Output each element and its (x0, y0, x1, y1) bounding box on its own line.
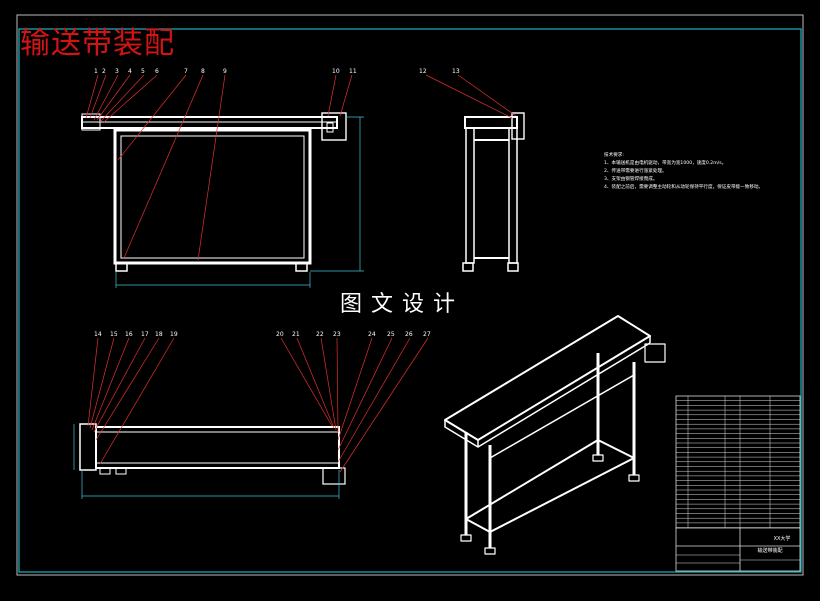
top-dimensions (73, 424, 340, 499)
callout-27: 27 (423, 331, 431, 338)
callout-22: 22 (316, 331, 324, 338)
callout-19: 19 (170, 331, 178, 338)
watermark: 图文设计 (340, 292, 465, 317)
outer-border (16, 14, 804, 576)
callout-1: 1 (94, 68, 98, 75)
callout-8: 8 (201, 68, 205, 75)
notes-line: 1、本输送机是由电机驱动，带宽为宽1000，速度0.2m/s。 (604, 161, 727, 166)
callout-6: 6 (155, 68, 159, 75)
callout-25: 25 (387, 331, 395, 338)
callout-12: 12 (419, 68, 427, 75)
side-view (462, 112, 525, 272)
top-leaders (87, 337, 429, 473)
callout-15: 15 (110, 331, 118, 338)
callout-2: 2 (102, 68, 106, 75)
callout-16: 16 (125, 331, 133, 338)
notes-line: 3、支架由钢管焊接而成。 (604, 177, 658, 182)
notes-line: 2、传送带需要进行涨紧处理。 (604, 169, 667, 174)
front-view (81, 112, 347, 272)
technical-notes: 技术要求: 1、本输送机是由电机驱动，带宽为宽1000，速度0.2m/s。 2、… (604, 152, 774, 192)
callout-17: 17 (141, 331, 149, 338)
callout-9: 9 (223, 68, 227, 75)
callout-numbers: 1 2 3 4 5 6 7 8 9 10 11 12 13 14 15 16 1… (94, 68, 460, 338)
callout-14: 14 (94, 331, 102, 338)
callout-24: 24 (368, 331, 376, 338)
callout-13: 13 (452, 68, 460, 75)
school-name: XX大学 (774, 535, 791, 542)
front-dimensions (115, 116, 364, 288)
callout-7: 7 (184, 68, 188, 75)
side-leaders (425, 74, 517, 119)
callout-20: 20 (276, 331, 284, 338)
callout-18: 18 (155, 331, 163, 338)
callout-23: 23 (333, 331, 341, 338)
inner-border (18, 28, 802, 573)
callout-21: 21 (292, 331, 300, 338)
isometric-view (444, 315, 666, 555)
callout-10: 10 (332, 68, 340, 75)
top-view (79, 423, 346, 485)
callout-4: 4 (128, 68, 132, 75)
parts-list (675, 395, 801, 572)
drawing-name-cell: 输送带装配 (757, 547, 782, 554)
front-leaders (85, 74, 353, 261)
drawing-title: 输送带装配 (20, 26, 175, 61)
notes-heading: 技术要求: (604, 153, 624, 158)
callout-3: 3 (115, 68, 119, 75)
callout-11: 11 (349, 68, 357, 75)
callout-26: 26 (405, 331, 413, 338)
callout-5: 5 (141, 68, 145, 75)
notes-line: 4、装配之前后，需要调整主动轮和从动轮保持平行度，保证皮带能一致移动。 (604, 185, 764, 190)
